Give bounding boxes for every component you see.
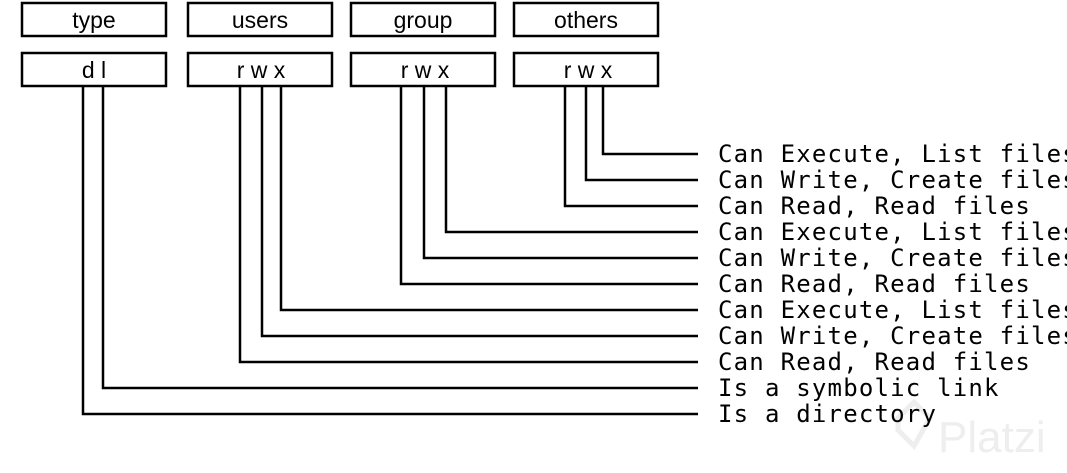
description-list: Can Execute, List files Can Write, Creat… bbox=[718, 140, 1067, 428]
letters-others: r w x bbox=[564, 57, 613, 83]
desc-directory: Is a directory bbox=[718, 400, 937, 428]
connector-others-r bbox=[563, 86, 698, 208]
header-box-users bbox=[186, 1, 334, 38]
connector-users-w bbox=[260, 86, 698, 338]
desc-group-execute: Can Execute, List files bbox=[718, 218, 1067, 246]
connector-type-d bbox=[81, 86, 698, 416]
header-users: users bbox=[232, 7, 288, 33]
letters-box-group bbox=[349, 51, 497, 88]
header-type: type bbox=[72, 7, 115, 33]
watermark-text: Platzi bbox=[938, 413, 1046, 462]
desc-users-read: Can Read, Read files bbox=[718, 348, 1031, 376]
desc-others-read: Can Read, Read files bbox=[718, 192, 1031, 220]
connector-type-l bbox=[101, 86, 698, 390]
desc-users-write: Can Write, Create files bbox=[718, 322, 1067, 350]
connector-users-x bbox=[279, 86, 698, 312]
connector-users-r bbox=[238, 86, 698, 364]
desc-group-read: Can Read, Read files bbox=[718, 270, 1031, 298]
letters-group: r w x bbox=[401, 57, 450, 83]
header-row: type users group others bbox=[20, 1, 660, 38]
platzi-logo-icon bbox=[895, 398, 934, 451]
connector-group-w bbox=[422, 86, 698, 260]
letters-type: d l bbox=[82, 57, 106, 83]
connector-group-r bbox=[399, 86, 698, 286]
connector-others-w bbox=[584, 86, 698, 182]
connector-lines bbox=[81, 86, 698, 416]
header-others: others bbox=[554, 7, 618, 33]
header-group: group bbox=[394, 7, 453, 33]
connector-others-x bbox=[601, 86, 698, 156]
desc-others-write: Can Write, Create files bbox=[718, 166, 1067, 194]
header-box-others bbox=[512, 1, 660, 38]
letters-box-type bbox=[20, 51, 168, 88]
header-box-group bbox=[349, 1, 497, 38]
letters-row: d l r w x r w x r w x bbox=[20, 51, 660, 88]
header-box-type bbox=[20, 1, 168, 38]
connector-group-x bbox=[444, 86, 698, 234]
letters-box-users bbox=[186, 51, 334, 88]
desc-symlink: Is a symbolic link bbox=[718, 374, 1000, 402]
desc-others-execute: Can Execute, List files bbox=[718, 140, 1067, 168]
letters-users: r w x bbox=[237, 57, 286, 83]
desc-group-write: Can Write, Create files bbox=[718, 244, 1067, 272]
desc-users-execute: Can Execute, List files bbox=[718, 296, 1067, 324]
platzi-watermark: Platzi bbox=[895, 398, 1046, 462]
letters-box-others bbox=[512, 51, 660, 88]
